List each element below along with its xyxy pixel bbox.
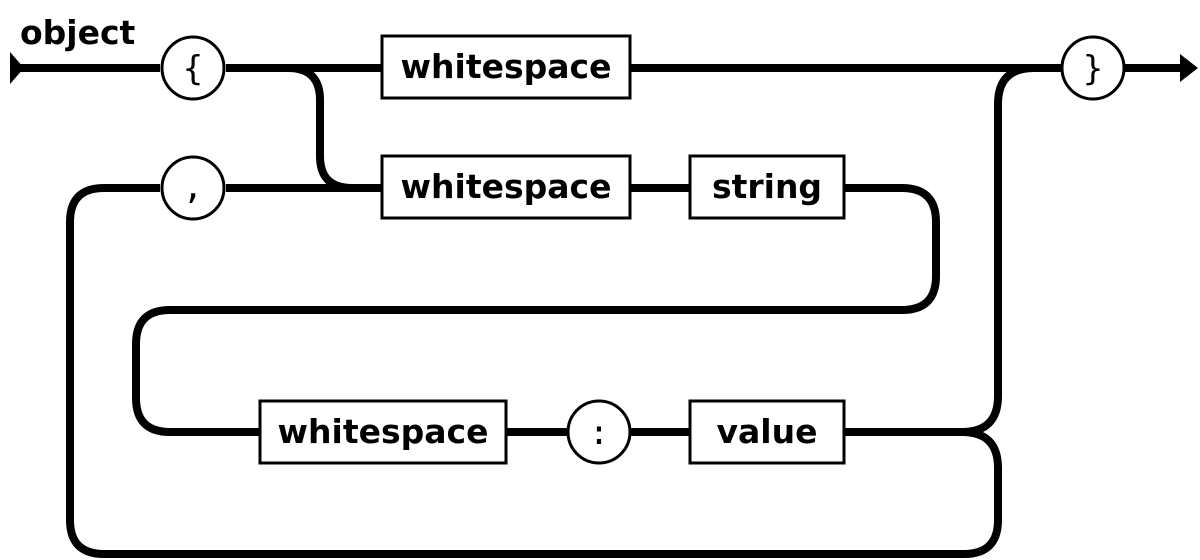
track-loop-back <box>66 184 1002 558</box>
whitespace-colon-label: whitespace <box>278 412 489 451</box>
colon-node: : <box>566 399 632 465</box>
whitespace-key-label: whitespace <box>401 167 612 206</box>
tracks <box>20 64 1180 558</box>
value-label: value <box>717 412 818 451</box>
track-serpentine <box>132 184 940 436</box>
diagram-title: object <box>20 13 136 52</box>
colon-label: : <box>589 413 609 453</box>
comma-label: , <box>183 167 203 207</box>
whitespace-colon-node: whitespace <box>258 399 508 465</box>
whitespace-top-label: whitespace <box>401 47 612 86</box>
close-brace-label: } <box>1083 49 1103 89</box>
value-node: value <box>688 399 846 465</box>
whitespace-top-node: whitespace <box>380 34 632 100</box>
track-branch-members <box>287 64 382 192</box>
comma-node: , <box>160 155 226 221</box>
start-marker <box>10 52 24 84</box>
string-node: string <box>688 154 846 220</box>
close-brace-node: } <box>1060 35 1126 101</box>
whitespace-key-node: whitespace <box>380 154 632 220</box>
open-brace-node: { <box>160 35 226 101</box>
string-label: string <box>712 167 822 206</box>
track-value-to-close <box>961 64 1062 436</box>
open-brace-label: { <box>183 49 203 89</box>
end-arrow-icon <box>1180 54 1198 82</box>
